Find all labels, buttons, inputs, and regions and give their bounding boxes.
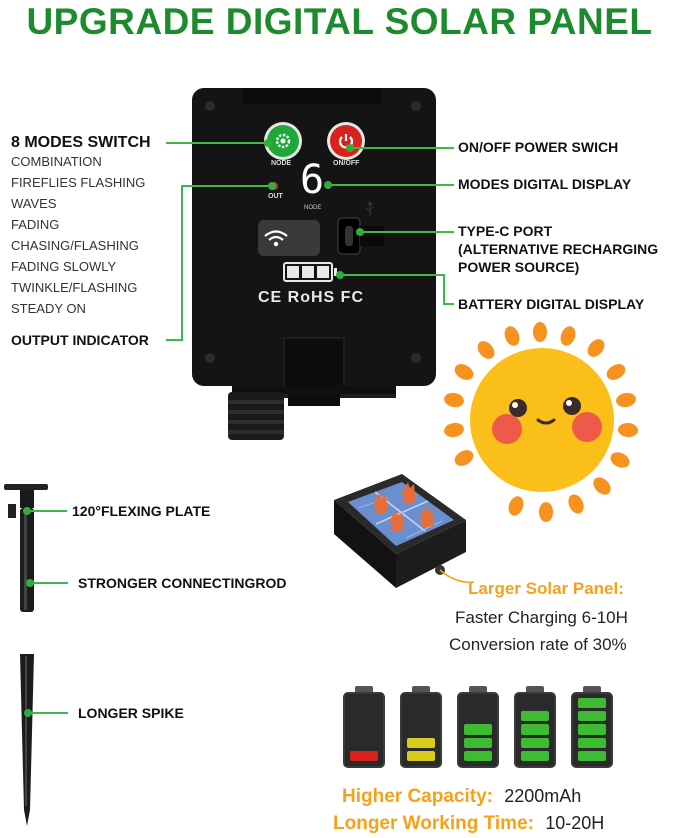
battery-display-label: BATTERY DIGITAL DISPLAY	[458, 296, 645, 312]
leader-line	[181, 185, 271, 187]
capacity-value: 2200mAh	[504, 786, 582, 806]
mode-item: STEADY ON	[11, 301, 86, 316]
modes-list: COMBINATION FIREFLIES FLASHING WAVES FAD…	[11, 151, 145, 319]
working-time-value: 10-20H	[545, 813, 605, 833]
typec-label-3: POWER SOURCE)	[458, 259, 580, 275]
leader-dot	[356, 228, 364, 236]
battery-segment	[464, 737, 492, 748]
leader-line	[443, 274, 445, 304]
working-time-label: Longer Working Time:	[333, 813, 534, 834]
controller-device-image	[192, 88, 436, 440]
wifi-icon	[264, 230, 288, 247]
mode-item: FIREFLIES FLASHING	[11, 175, 146, 190]
battery-icon	[400, 686, 442, 768]
device-battery-display	[283, 262, 333, 282]
leader-line	[340, 274, 444, 276]
mode-item: FADING SLOWLY	[11, 259, 117, 274]
battery-icon	[343, 686, 385, 768]
solar-charging-text: Faster Charging 6-10H	[455, 608, 628, 627]
modes-switch-heading: 8 MODES SWITCH	[11, 134, 151, 151]
battery-segment	[521, 737, 549, 748]
battery-segment	[578, 750, 606, 761]
battery-levels	[343, 686, 623, 770]
digit-display: 6	[299, 157, 325, 203]
battery-segment	[521, 711, 549, 722]
leader-line	[181, 185, 183, 341]
battery-segment	[350, 750, 378, 761]
capacity-label: Higher Capacity:	[342, 786, 493, 807]
leader-line	[28, 712, 68, 714]
gear-icon	[275, 133, 291, 149]
usb-icon	[365, 201, 375, 216]
battery-segment	[407, 737, 435, 748]
page-title: UPGRADE DIGITAL SOLAR PANEL	[26, 1, 653, 42]
heat-arrows-icon	[374, 482, 434, 532]
leader-dot	[324, 181, 332, 189]
battery-segment	[407, 750, 435, 761]
leader-dot	[23, 507, 31, 515]
solar-heading: Larger Solar Panel:	[468, 579, 624, 598]
typec-label-1: TYPE-C PORT	[458, 223, 553, 239]
battery-segment	[521, 750, 549, 761]
leader-line	[27, 510, 67, 512]
battery-segment	[464, 724, 492, 735]
leader-dot	[268, 182, 276, 190]
leader-dot	[336, 271, 344, 279]
ground-stake-illustration	[4, 484, 48, 826]
leader-dot	[26, 579, 34, 587]
out-label: OUT	[268, 193, 283, 200]
output-indicator-label: OUTPUT INDICATOR	[11, 332, 149, 348]
power-switch-label: ON/OFF POWER SWICH	[458, 139, 619, 155]
battery-segment	[578, 711, 606, 722]
battery-icon	[571, 686, 613, 768]
battery-icon	[457, 686, 499, 768]
solar-conversion-text: Conversion rate of 30%	[449, 635, 627, 654]
mode-item: WAVES	[11, 196, 57, 211]
battery-segment	[578, 698, 606, 709]
leader-line	[443, 303, 454, 305]
leader-dot	[346, 144, 354, 152]
onoff-label: ON/OFF	[333, 160, 360, 167]
mode-item: COMBINATION	[11, 154, 102, 169]
mode-item: FADING	[11, 217, 60, 232]
mode-item: CHASING/FLASHING	[11, 238, 139, 253]
typec-label-2: (ALTERNATIVE RECHARGING	[458, 241, 659, 257]
leader-line	[328, 184, 454, 186]
leader-dot	[264, 139, 272, 147]
battery-segment	[578, 724, 606, 735]
leader-line	[166, 142, 270, 144]
leader-line	[360, 231, 454, 233]
working-time-row: Longer Working Time: 10-20H	[333, 813, 604, 835]
battery-segment	[464, 750, 492, 761]
spike-label: LONGER SPIKE	[78, 705, 184, 721]
certification-marks: CE RoHS FC	[258, 289, 364, 306]
sun-illustration	[444, 322, 638, 522]
cable-line	[439, 569, 475, 583]
node-label: NODE	[271, 160, 292, 167]
connecting-rod-label: STRONGER CONNECTINGROD	[78, 575, 287, 591]
capacity-row: Higher Capacity: 2200mAh	[342, 786, 581, 808]
leader-line	[350, 147, 454, 149]
leader-line	[30, 582, 68, 584]
digital-display-label: MODES DIGITAL DISPLAY	[458, 176, 632, 192]
mode-item: TWINKLE/FLASHING	[11, 280, 138, 295]
leader-dot	[24, 709, 32, 717]
flexing-plate-label: 120°FLEXING PLATE	[72, 503, 211, 519]
battery-icon	[514, 686, 556, 768]
battery-segment	[578, 737, 606, 748]
leader-line	[166, 339, 183, 341]
digit-label: NODE	[304, 205, 322, 211]
battery-segment	[521, 724, 549, 735]
